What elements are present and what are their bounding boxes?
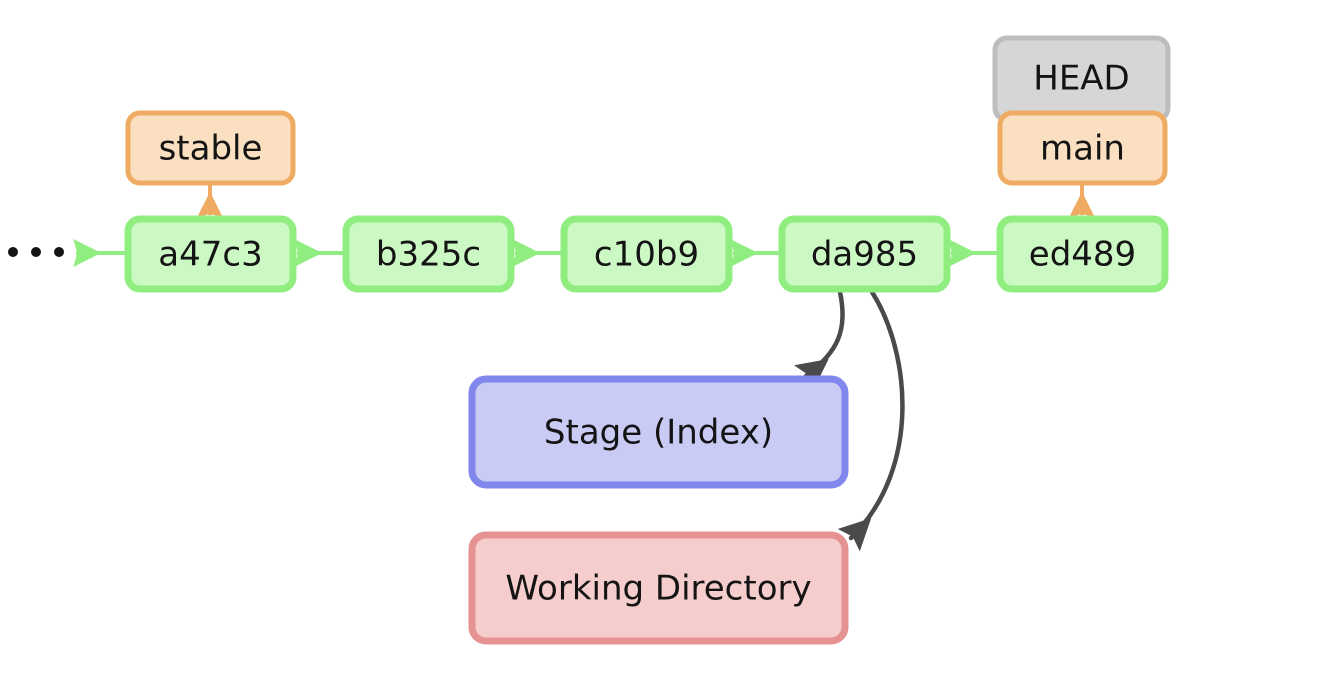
working-directory-label: Working Directory <box>505 569 811 609</box>
commit-node-c10b9[interactable]: c10b9 <box>560 215 733 293</box>
ref-node-main[interactable]: main <box>997 110 1168 186</box>
working-directory-box[interactable] <box>468 531 849 645</box>
commit-box[interactable] <box>342 215 515 293</box>
commit-box[interactable] <box>996 215 1169 293</box>
earlier-history-ellipsis <box>8 247 64 257</box>
stable-ref-box[interactable] <box>125 110 296 186</box>
commit-label: b325c <box>376 235 481 275</box>
head-label: HEAD <box>1033 59 1130 99</box>
commit-node-a47c3[interactable]: a47c3 <box>124 215 297 293</box>
commit-label: a47c3 <box>158 235 262 275</box>
ref-node-stable[interactable]: stable <box>125 110 296 186</box>
commit-node-b325c[interactable]: b325c <box>342 215 515 293</box>
stable-ref-label: stable <box>159 129 263 169</box>
ellipsis-dot <box>31 247 41 257</box>
stage-index-box[interactable] <box>468 375 849 489</box>
working-directory-node[interactable]: Working Directory <box>468 531 849 645</box>
commit-node-da985[interactable]: da985 <box>778 215 951 293</box>
commit-label: da985 <box>811 235 918 275</box>
workflow-edges <box>794 289 905 552</box>
ellipsis-dot <box>54 247 64 257</box>
ellipsis-dot <box>8 247 18 257</box>
main-ref-box[interactable] <box>997 110 1168 186</box>
stage-index-node[interactable]: Stage (Index) <box>468 375 849 489</box>
edge-da985-to-stage <box>794 289 845 391</box>
commit-label: c10b9 <box>594 235 699 275</box>
commit-box[interactable] <box>124 215 297 293</box>
commit-node-ed489[interactable]: ed489 <box>996 215 1169 293</box>
head-node[interactable]: HEAD <box>992 35 1171 123</box>
stage-index-label: Stage (Index) <box>544 413 773 453</box>
commit-box[interactable] <box>560 215 733 293</box>
commit-label: ed489 <box>1029 235 1136 275</box>
ref-edges <box>197 183 1095 218</box>
commit-box[interactable] <box>778 215 951 293</box>
main-ref-label: main <box>1040 129 1125 169</box>
edge-da985-to-working-directory <box>837 289 905 552</box>
